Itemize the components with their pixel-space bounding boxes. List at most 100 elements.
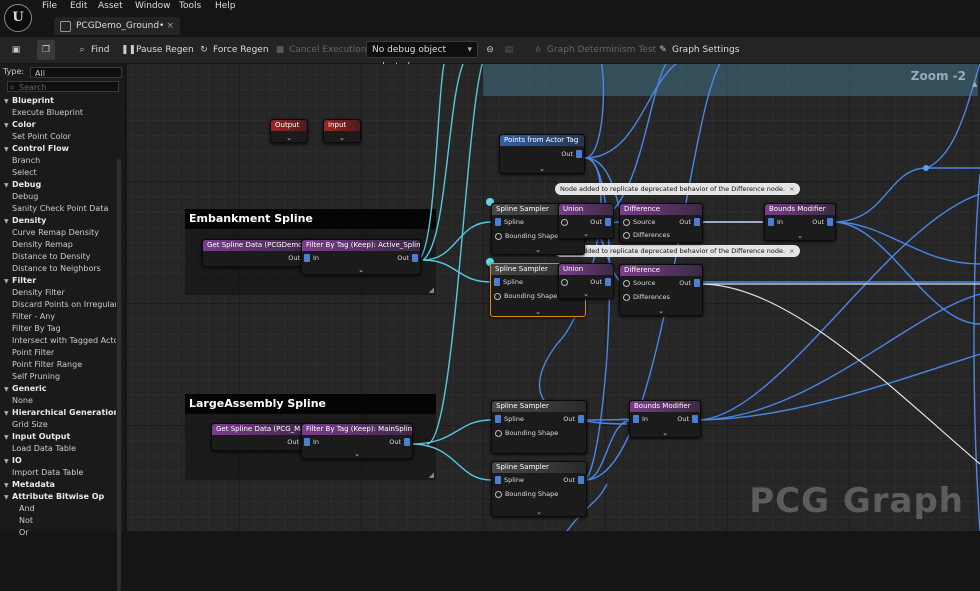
palette-item[interactable]: Sanity Check Point Data: [0, 203, 116, 215]
spline-sampler-node[interactable]: Spline Sampler Spline Bounding Shape Out…: [491, 461, 587, 517]
input-node[interactable]: Input ⌄: [323, 119, 361, 143]
source-pin[interactable]: Source: [623, 218, 655, 226]
out-pin[interactable]: Out: [590, 278, 611, 286]
save-button[interactable]: ▣: [10, 37, 25, 63]
union-node[interactable]: Union Out ⌄: [558, 263, 614, 299]
menu-file[interactable]: File: [42, 1, 58, 11]
chevron-down-icon[interactable]: ⌄: [535, 308, 541, 316]
expand-arrow-icon[interactable]: ▼: [4, 98, 9, 105]
comment-title[interactable]: Embankment Spline: [185, 209, 436, 229]
palette-category[interactable]: ▼Density: [0, 215, 116, 227]
find-button[interactable]: ⌕Find: [76, 37, 109, 63]
palette-item[interactable]: Self Pruning: [0, 371, 116, 383]
resize-handle-icon[interactable]: ◢: [428, 471, 434, 479]
expand-arrow-icon[interactable]: ▼: [4, 410, 9, 417]
chevron-down-icon[interactable]: ⌄: [539, 165, 545, 173]
chevron-down-icon[interactable]: ⌄: [583, 230, 589, 238]
chevron-down-icon[interactable]: ⌄: [658, 307, 664, 315]
palette-item[interactable]: Execute Blueprint: [0, 107, 116, 119]
pause-regen-button[interactable]: ❚❚Pause Regen: [121, 37, 194, 63]
comment-title[interactable]: LargeAssembly Spline: [185, 394, 436, 414]
output-node[interactable]: Output ⌄: [270, 119, 308, 143]
out-pin[interactable]: Out: [679, 218, 700, 226]
palette-item[interactable]: Set Point Color: [0, 131, 116, 143]
out-pin[interactable]: Out: [563, 476, 584, 484]
expand-arrow-icon[interactable]: ▼: [4, 218, 9, 225]
palette-item[interactable]: Discard Points on Irregular: [0, 299, 116, 311]
force-regen-button[interactable]: ↻Force Regen: [198, 37, 268, 63]
close-note-icon[interactable]: ×: [789, 185, 795, 193]
chevron-down-icon[interactable]: ⌄: [286, 134, 292, 142]
palette-category[interactable]: ▼Blueprint: [0, 95, 116, 107]
out-pin[interactable]: Out: [397, 254, 418, 262]
spline-pin[interactable]: Spline: [494, 278, 523, 286]
palette-item[interactable]: Point Filter: [0, 347, 116, 359]
type-filter-dropdown[interactable]: All: [30, 67, 122, 78]
unreal-logo-icon[interactable]: U: [4, 4, 32, 32]
in-pin[interactable]: [561, 218, 571, 226]
bounding-shape-pin[interactable]: Bounding Shape: [494, 292, 557, 300]
reroute-knot[interactable]: [486, 198, 494, 206]
palette-item[interactable]: Not: [0, 515, 116, 527]
out-pin[interactable]: Out: [590, 218, 611, 226]
menu-asset[interactable]: Asset: [98, 1, 123, 11]
palette-item[interactable]: Distance to Density: [0, 251, 116, 263]
palette-item[interactable]: None: [0, 395, 116, 407]
palette-item[interactable]: Import Data Table: [0, 467, 116, 479]
expand-arrow-icon[interactable]: ▼: [4, 494, 9, 501]
palette-item[interactable]: Density Remap: [0, 239, 116, 251]
menu-tools[interactable]: Tools: [179, 1, 202, 11]
close-tab-icon[interactable]: ×: [166, 21, 174, 31]
filter-by-tag-node[interactable]: Filter By Tag (Keep): MainSpline In Out …: [301, 423, 413, 459]
chevron-down-icon[interactable]: ⌄: [797, 232, 803, 240]
cancel-execution-button[interactable]: ■Cancel Execution: [274, 37, 367, 63]
palette-category[interactable]: ▼Generic: [0, 383, 116, 395]
chevron-down-icon[interactable]: ⌄: [339, 134, 345, 142]
filter-by-tag-node[interactable]: Filter By Tag (Keep): Active_Spline In O…: [301, 239, 421, 275]
palette-item[interactable]: Distance to Neighbors: [0, 263, 116, 275]
get-spline-data-node[interactable]: Get Spline Data (PCG_ManualSpline... Out: [211, 423, 311, 451]
palette-category[interactable]: ▼Control Flow: [0, 143, 116, 155]
in-pin[interactable]: In: [304, 254, 319, 262]
palette-item[interactable]: Debug: [0, 191, 116, 203]
debug-back-button[interactable]: ⊖: [484, 37, 499, 63]
menu-edit[interactable]: Edit: [70, 1, 88, 11]
expand-arrow-icon[interactable]: ▼: [4, 458, 9, 465]
graph-settings-button[interactable]: ✎Graph Settings: [657, 37, 739, 63]
tab-pcgdemo-ground[interactable]: PCGDemo_Ground• ×: [54, 17, 180, 35]
palette-category[interactable]: ▼Color: [0, 119, 116, 131]
bounding-shape-pin[interactable]: Bounding Shape: [495, 490, 558, 498]
in-pin[interactable]: In: [633, 415, 648, 423]
chevron-down-icon[interactable]: ⌄: [662, 429, 668, 437]
differences-pin[interactable]: Differences: [623, 231, 670, 239]
palette-item[interactable]: Filter By Tag: [0, 323, 116, 335]
reroute-knot[interactable]: [486, 258, 494, 266]
palette-item[interactable]: Or: [0, 527, 116, 539]
spline-pin[interactable]: Spline: [495, 476, 524, 484]
palette-category[interactable]: ▼IO: [0, 455, 116, 467]
palette-category[interactable]: ▼Hierarchical Generation: [0, 407, 116, 419]
difference-node[interactable]: Difference Source Differences Out ⌄: [619, 264, 703, 316]
in-pin[interactable]: [561, 278, 571, 286]
palette-item[interactable]: And: [0, 503, 116, 515]
graph-canvas[interactable]: Embankment Spline ◢ LargeAssembly Spline…: [127, 64, 980, 531]
out-pin[interactable]: Out: [561, 150, 582, 158]
palette-item[interactable]: Curve Remap Density: [0, 227, 116, 239]
expand-arrow-icon[interactable]: ▼: [4, 278, 9, 285]
chevron-down-icon[interactable]: ⌄: [358, 266, 364, 274]
differences-pin[interactable]: Differences: [623, 293, 670, 301]
bounds-modifier-node[interactable]: Bounds Modifier In Out ⌄: [629, 400, 701, 438]
out-pin[interactable]: Out: [679, 279, 700, 287]
union-node[interactable]: Union Out ⌄: [558, 203, 614, 239]
bounding-shape-pin[interactable]: Bounding Shape: [495, 429, 558, 437]
out-pin[interactable]: Out: [812, 218, 833, 226]
out-pin[interactable]: Out: [389, 438, 410, 446]
in-pin[interactable]: In: [768, 218, 783, 226]
out-pin[interactable]: Out: [563, 415, 584, 423]
chevron-down-icon[interactable]: ⌄: [535, 246, 541, 254]
source-pin[interactable]: Source: [623, 279, 655, 287]
chevron-down-icon[interactable]: ⌄: [583, 290, 589, 298]
bounds-modifier-node[interactable]: Bounds Modifier In Out ⌄: [764, 203, 836, 241]
debug-browse-button[interactable]: ▤: [503, 37, 518, 63]
reroute-knot[interactable]: [923, 165, 929, 171]
